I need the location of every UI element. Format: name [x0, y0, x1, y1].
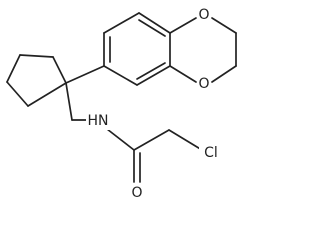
- dioxane-ring: [169, 17, 237, 83]
- bond: [103, 12, 140, 34]
- bond: [211, 17, 237, 34]
- atom-o-top: O: [197, 6, 211, 24]
- bond: [136, 65, 171, 86]
- atom-o-carbonyl: O: [130, 184, 144, 202]
- bond: [65, 82, 73, 121]
- atom-label: O: [198, 76, 209, 92]
- bond: [6, 81, 29, 107]
- atom-label: O: [131, 185, 142, 201]
- bond: [138, 12, 171, 34]
- atom-o-bottom: O: [197, 75, 211, 93]
- benzene-ring: [103, 12, 171, 86]
- chloroacetamide-chain: [65, 82, 203, 183]
- bond: [133, 129, 170, 151]
- atom-label: Cl: [204, 145, 218, 161]
- cyclopentane-ring: [6, 54, 67, 107]
- bond: [211, 65, 237, 83]
- bond: [168, 129, 203, 151]
- bond: [52, 56, 67, 84]
- bond: [27, 82, 67, 107]
- atom-label: HN: [88, 113, 109, 129]
- bond: [106, 128, 135, 151]
- bond: [169, 65, 197, 83]
- structure-canvas: O O HN O Cl: [6, 6, 237, 202]
- atom-label: O: [198, 7, 209, 23]
- bond: [169, 17, 197, 34]
- atom-nh: HN: [86, 112, 110, 130]
- bond: [136, 62, 166, 80]
- molecule-drawing: O O HN O Cl: [6, 6, 237, 202]
- bond: [138, 19, 166, 37]
- bond: [103, 65, 138, 86]
- bond: [6, 54, 21, 83]
- bond: [19, 54, 54, 58]
- bond: [65, 65, 105, 84]
- atom-cl: Cl: [199, 144, 223, 162]
